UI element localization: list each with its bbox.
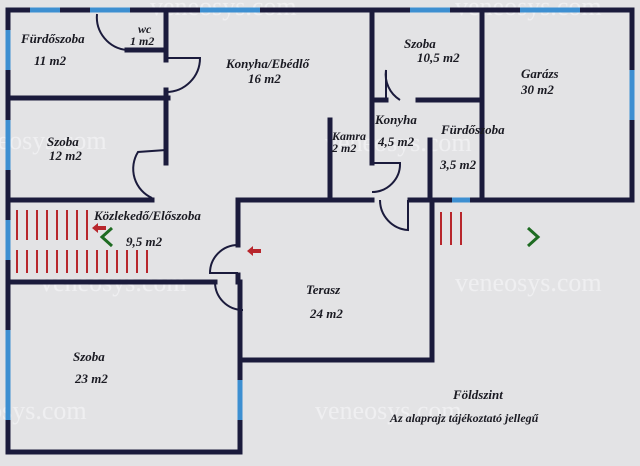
room-name: Fürdőszoba [441,122,505,137]
direction-arrows [92,223,541,256]
room-area: 10,5 m2 [417,50,460,65]
room-name: Szoba [404,36,436,51]
room-area: 1 m2 [130,34,155,48]
room-area: 30 m2 [521,82,554,97]
room-name: Szoba [73,349,105,364]
room-name: Fürdőszoba [21,31,85,46]
room-area: 11 m2 [34,53,67,68]
room-area: 2 m2 [332,141,357,155]
room-area: 4,5 m2 [378,134,415,149]
room-name: Garázs [521,66,559,81]
watermark: veneosys.com [325,128,472,157]
room-area: 9,5 m2 [126,234,163,249]
room-name: Kamra [332,129,367,143]
room-area: 23 m2 [75,371,108,386]
room-name: Konyha/Ebédlő [226,56,310,71]
red-arrow-icon [92,223,106,233]
room-area: 3,5 m2 [440,157,477,172]
room-area: 24 m2 [310,306,343,321]
watermark: veneosys.com [315,396,462,425]
room-name: Szoba [47,134,79,149]
room-name: Konyha [375,112,417,127]
room-name: wc [138,22,152,36]
windows [5,7,635,420]
green-chevron-left-icon [99,226,114,248]
disclaimer-note: Az alaprajz tájékoztató jellegű [390,411,539,425]
room-area: 16 m2 [248,71,281,86]
watermark: veneosys.com [0,126,107,155]
doors [95,13,409,311]
room-area: 12 m2 [49,148,82,163]
green-chevron-right-icon [526,226,541,248]
watermark: veneosys.com [455,268,602,297]
room-name: Terasz [306,282,341,297]
floor-level-label: Földszint [453,387,503,402]
red-arrow-icon [247,246,261,256]
watermark: veneosys.com [0,396,87,425]
stairs [16,210,462,273]
room-name: Közlekedő/Előszoba [94,208,201,223]
